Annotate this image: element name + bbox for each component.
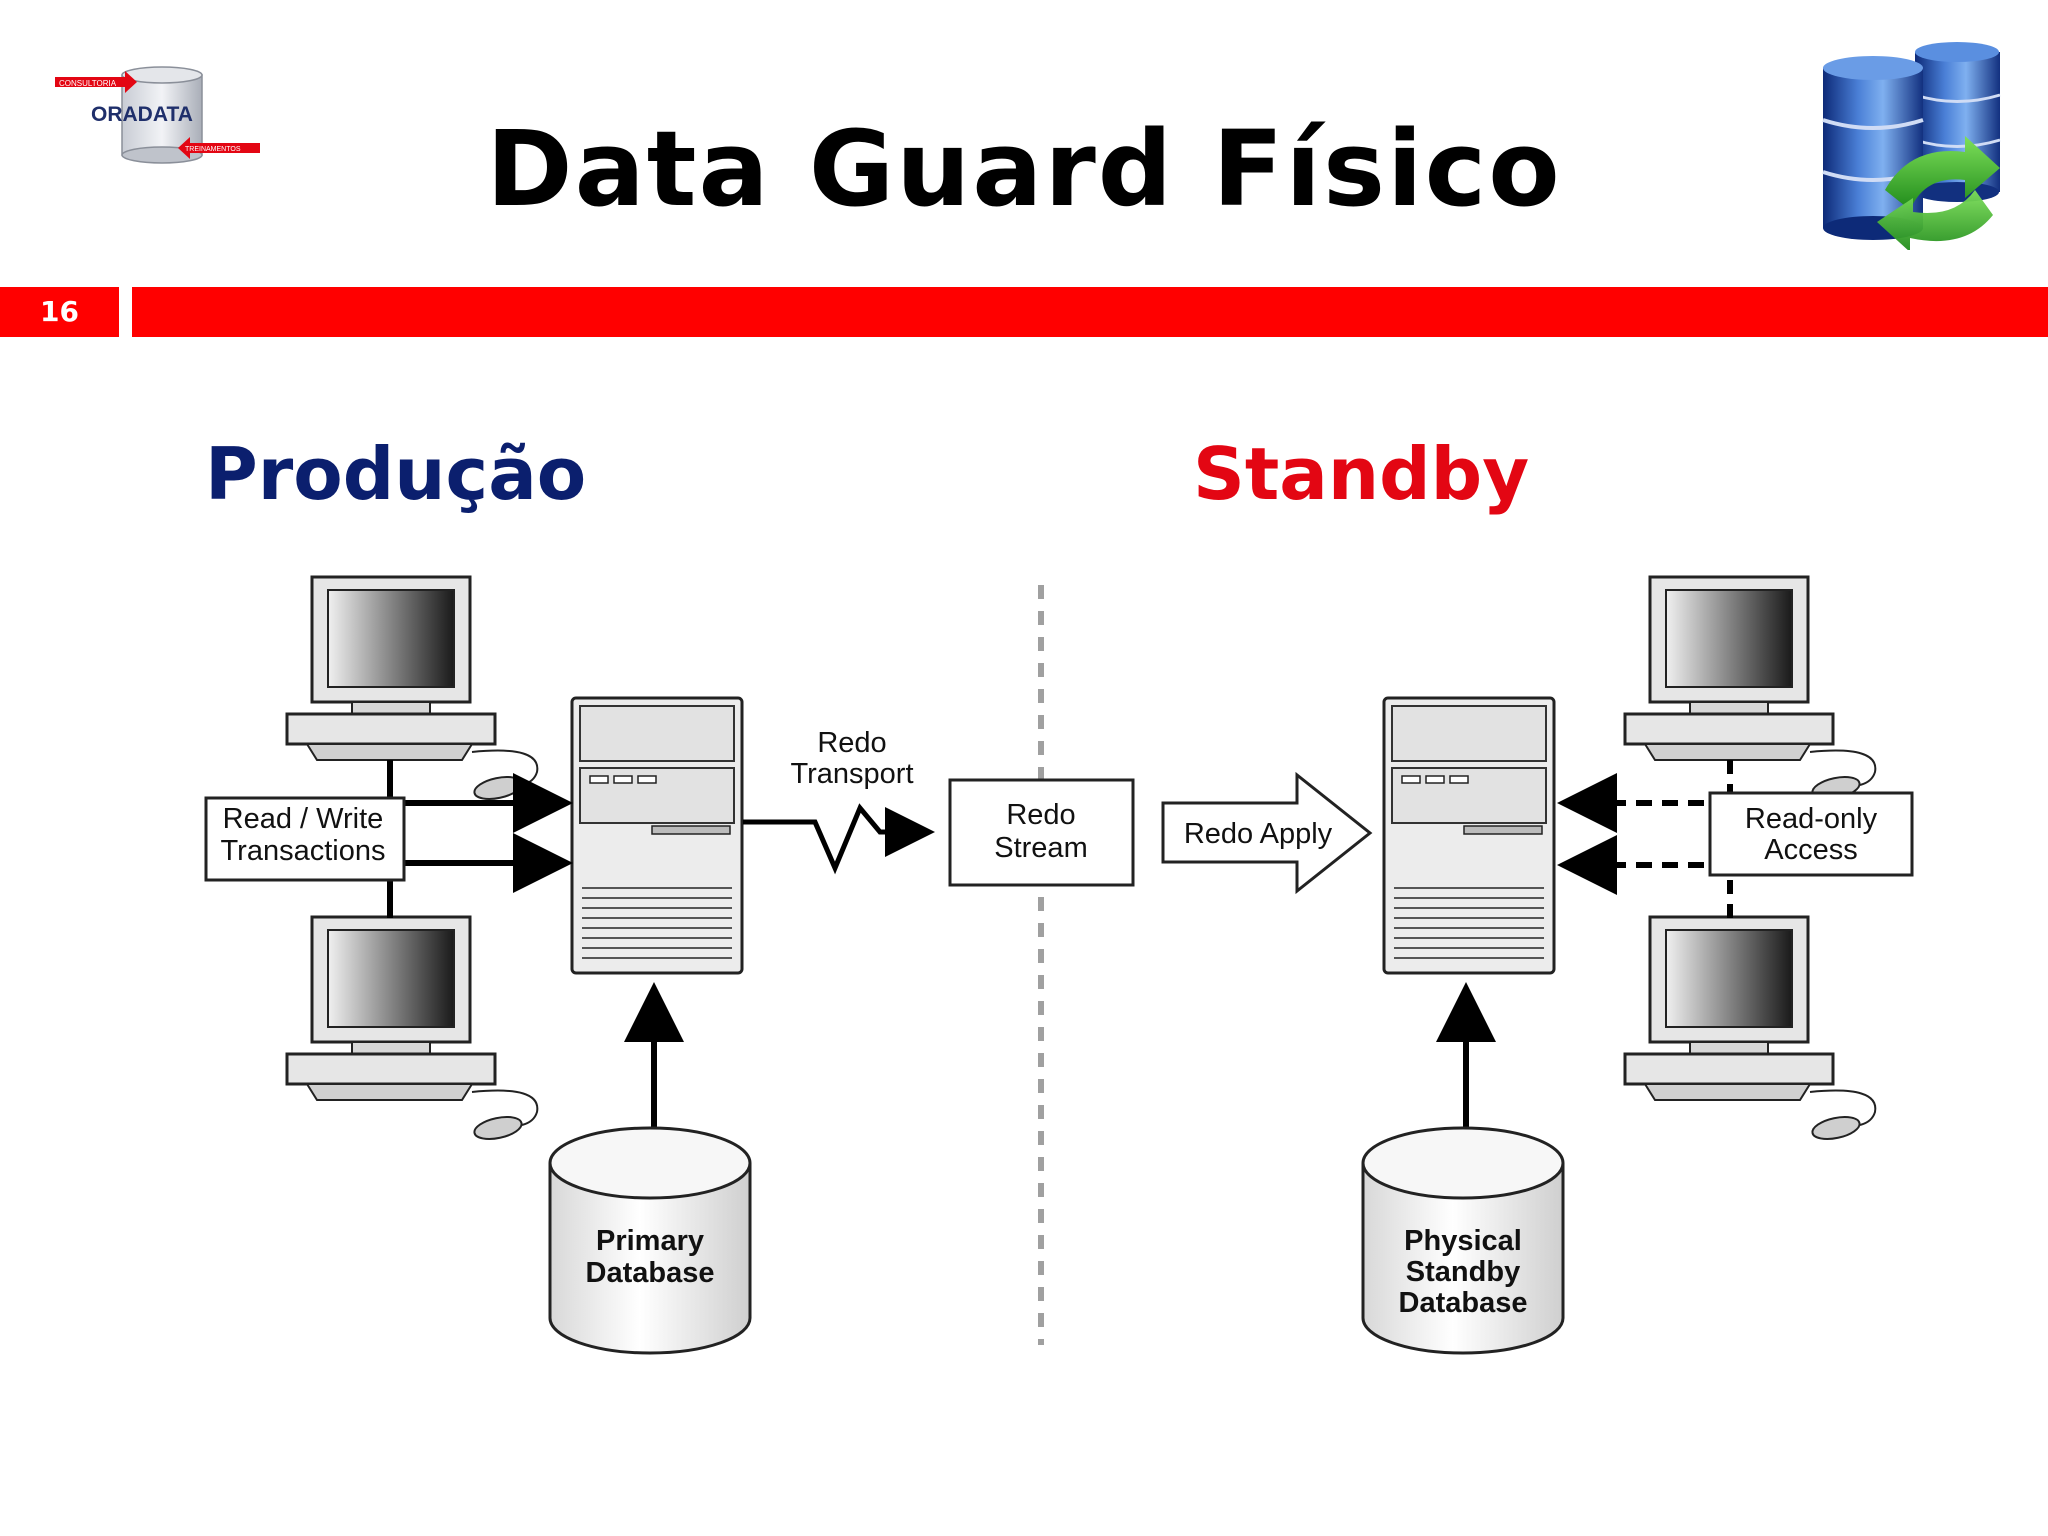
standby-heading: Standby [1193, 432, 1530, 516]
rw-label-line1: Read / Write [223, 803, 384, 835]
logo-top-text: CONSULTORIA [59, 79, 117, 88]
standby-db-label-line2: Standby [1406, 1256, 1520, 1288]
rw-label-line2: Transactions [221, 835, 386, 867]
physical-standby-database-cylinder: Physical Standby Database [1361, 1126, 1565, 1355]
standby-server [1382, 696, 1556, 975]
redo-transport-line2: Transport [790, 758, 913, 790]
redo-apply-arrow: Redo Apply [1161, 771, 1373, 895]
reader-computer-top [1623, 575, 1877, 805]
redo-stream-line1: Redo [1006, 799, 1075, 831]
client-computer-bottom [285, 915, 539, 1145]
reader-computer-bottom [1623, 915, 1877, 1145]
database-sync-icon [1822, 42, 2001, 250]
production-heading: Produção [205, 432, 587, 516]
oradata-logo: CONSULTORIA ORADATA TREINAMENTOS [55, 66, 260, 164]
redo-transport-line1: Redo [817, 727, 886, 759]
standby-db-label-line1: Physical [1404, 1225, 1522, 1257]
ro-label-line1: Read-only [1745, 803, 1878, 835]
read-only-access-box: Read-only Access [1708, 791, 1914, 877]
primary-database-cylinder: Primary Database [548, 1126, 752, 1355]
read-write-transactions-box: Read / Write Transactions [204, 796, 406, 882]
redo-stream-line2: Stream [994, 832, 1087, 864]
slide-title: Data Guard Físico [486, 108, 1562, 230]
redo-transport-arrow [743, 803, 935, 875]
primary-db-label-line2: Database [586, 1257, 715, 1289]
primary-server [570, 696, 744, 975]
ro-label-line2: Access [1764, 834, 1857, 866]
header-red-bar [132, 287, 2048, 337]
redo-apply-label: Redo Apply [1184, 818, 1333, 850]
page-number: 16 [40, 295, 79, 328]
standby-db-label-line3: Database [1399, 1287, 1528, 1319]
logo-name-text: ORADATA [91, 103, 193, 126]
logo-bottom-text: TREINAMENTOS [185, 146, 241, 153]
redo-stream-box: Redo Stream [948, 778, 1135, 887]
page-number-box [0, 287, 119, 337]
primary-db-label-line1: Primary [596, 1225, 704, 1257]
client-computer-top [285, 575, 539, 805]
